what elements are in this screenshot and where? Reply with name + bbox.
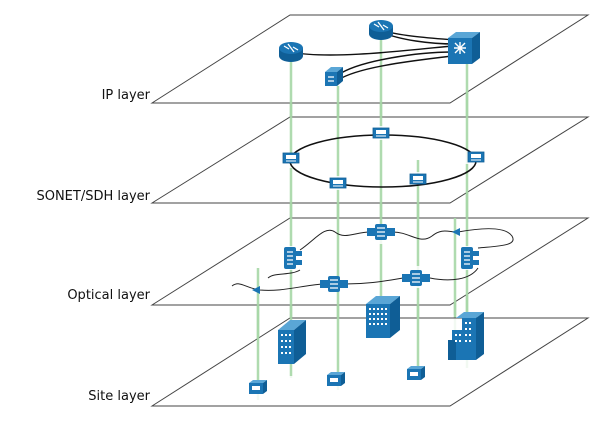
adm-icon <box>409 173 427 185</box>
layer-label-ip: IP layer <box>101 88 150 103</box>
switch-icon <box>324 66 344 87</box>
building-icon <box>366 296 400 338</box>
adm-icon <box>467 151 485 163</box>
plane-sonet <box>150 116 590 204</box>
layer-label-site: Site layer <box>88 389 150 404</box>
router-icon <box>278 41 304 63</box>
terminal-icon <box>327 372 345 386</box>
layer-label-optical: Optical layer <box>67 288 150 303</box>
terminal-icon <box>407 366 425 380</box>
core-router-icon <box>447 31 481 65</box>
adm-icon <box>282 152 300 164</box>
adm-icon <box>372 127 390 139</box>
terminal-icon <box>249 380 267 394</box>
layer-label-sonet: SONET/SDH layer <box>36 189 150 204</box>
optical-links <box>231 228 514 291</box>
building-icon <box>278 320 306 364</box>
building-icon <box>448 312 484 360</box>
router-icon <box>368 19 394 41</box>
adm-icon <box>329 177 347 189</box>
plane-optical <box>150 217 590 306</box>
